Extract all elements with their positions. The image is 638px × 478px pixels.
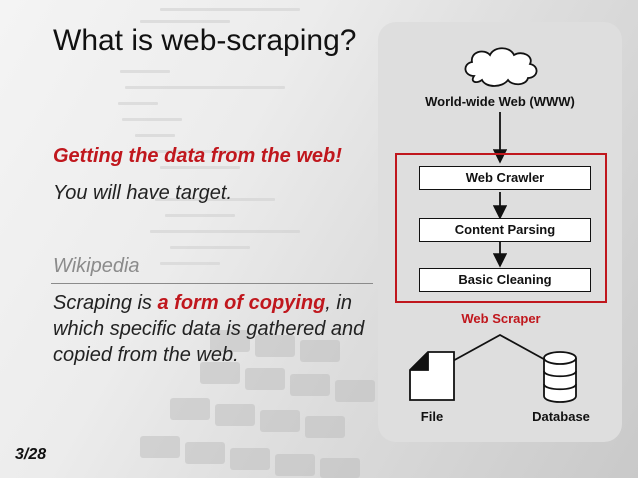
slide-title: What is web-scraping? <box>53 24 357 57</box>
web-crawler-box: Web Crawler <box>419 166 591 190</box>
highlight-statement: Getting the data from the web! <box>53 145 342 167</box>
source-label: Wikipedia <box>53 255 140 277</box>
definition-text-start: Scraping is <box>53 292 158 314</box>
diagram-connectors <box>409 47 577 403</box>
page-number: 3/28 <box>15 446 47 463</box>
file-icon <box>409 351 455 401</box>
www-label: World-wide Web (WWW) <box>425 94 575 109</box>
content-parsing-box: Content Parsing <box>419 218 591 242</box>
file-label: File <box>420 409 444 424</box>
cloud-icon <box>464 47 538 87</box>
basic-cleaning-box: Basic Cleaning <box>419 268 591 292</box>
database-icon <box>543 351 577 403</box>
definition-paragraph: Scraping is a form of copying, in which … <box>53 290 378 368</box>
web-scraper-label: Web Scraper <box>461 311 541 326</box>
definition-text-end: , in which specific data is gathered and… <box>53 292 365 366</box>
source-divider <box>51 283 373 284</box>
definition-highlight: a form of copying <box>157 292 326 314</box>
database-label: Database <box>532 409 590 424</box>
target-statement: You will have target. <box>53 182 232 204</box>
web-scraper-group <box>395 153 607 303</box>
diagram-panel: World-wide Web (WWW) Web Crawler Content… <box>378 22 622 442</box>
